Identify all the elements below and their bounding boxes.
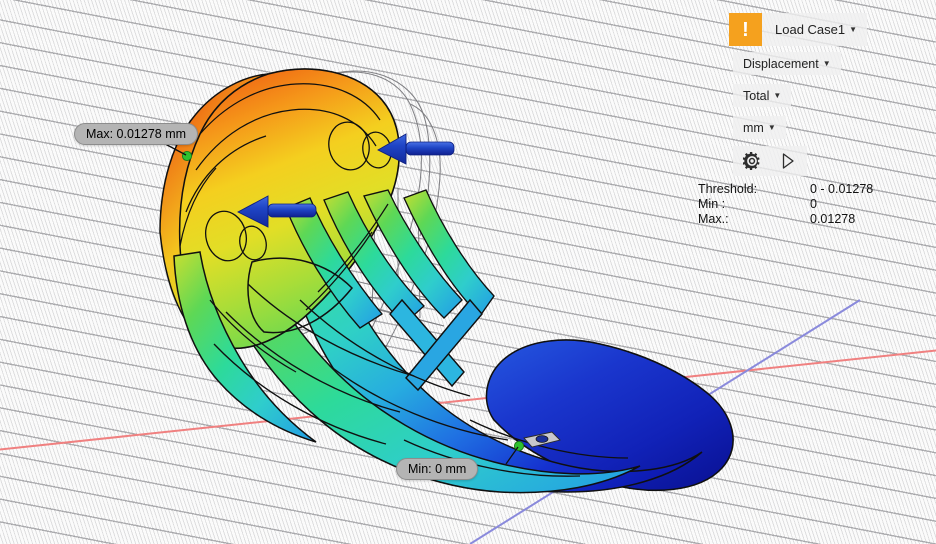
- load-case-selector[interactable]: ! Load Case1 ▼: [729, 13, 868, 46]
- constraint-symbol: [523, 431, 561, 448]
- stat-row-threshold: Threshold: 0 - 0.01278: [698, 182, 936, 197]
- threshold-value: 0 - 0.01278: [810, 182, 874, 196]
- unit-label: mm: [743, 120, 764, 135]
- min-value-tag[interactable]: Min: 0 mm: [396, 458, 479, 480]
- chevron-down-icon: ▼: [773, 90, 782, 100]
- result-type-dropdown[interactable]: Displacement ▼: [733, 52, 841, 75]
- exclamation-glyph: !: [742, 18, 749, 41]
- body-cross-brace: [389, 298, 483, 392]
- min-value: 0: [810, 197, 817, 211]
- body-ribs: [285, 189, 495, 329]
- load-case-label: Load Case1: [775, 22, 846, 37]
- body-left-skirt: [173, 251, 317, 443]
- chevron-down-icon: ▼: [849, 24, 858, 34]
- min-leader-line: [505, 446, 519, 465]
- max-label: Max.:: [698, 212, 729, 226]
- result-type-label: Displacement: [743, 56, 819, 71]
- stat-row-max: Max.: 0.01278: [698, 212, 936, 227]
- unit-dropdown[interactable]: mm ▼: [733, 116, 786, 139]
- threshold-label: Threshold:: [698, 182, 758, 196]
- result-statistics: Threshold: 0 - 0.01278 Min : 0 Max.: 0.0…: [698, 182, 936, 227]
- component-label: Total: [743, 88, 770, 103]
- max-value-tag[interactable]: Max: 0.01278 mm: [74, 123, 199, 145]
- chevron-down-icon: ▼: [822, 58, 831, 68]
- result-actions-bar[interactable]: [733, 146, 807, 176]
- result-control-panel[interactable]: ! Load Case1 ▼ Displacement ▼ Total ▼ mm…: [690, 0, 936, 240]
- component-dropdown[interactable]: Total ▼: [733, 84, 792, 107]
- load-arrow-upper: [377, 133, 455, 165]
- stat-row-min: Min : 0: [698, 197, 936, 212]
- chevron-down-icon: ▼: [767, 122, 776, 132]
- load-arrow-lower: [237, 195, 317, 228]
- gear-icon[interactable]: [741, 150, 763, 172]
- body-cutout: [247, 257, 354, 334]
- play-icon[interactable]: [777, 150, 799, 172]
- exclamation-icon[interactable]: !: [729, 13, 762, 46]
- min-label: Min :: [698, 197, 726, 211]
- max-value: 0.01278: [810, 212, 856, 226]
- max-probe-marker: [181, 150, 193, 162]
- body-rails: [213, 283, 629, 477]
